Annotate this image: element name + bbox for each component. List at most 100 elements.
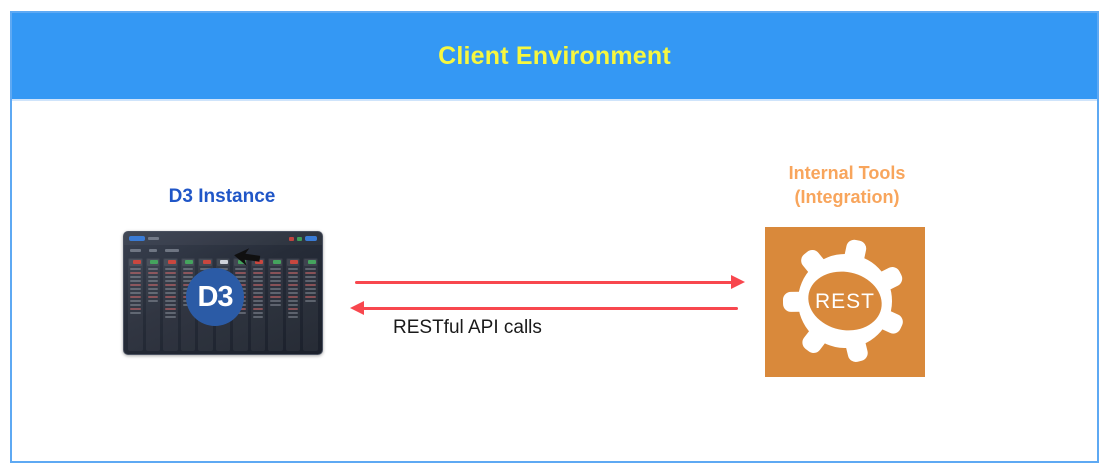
column-row-line xyxy=(287,284,299,286)
column-row-line xyxy=(270,284,281,286)
column-row-line xyxy=(235,280,246,282)
dashboard-title-dash xyxy=(148,237,159,240)
dashboard-user-pill xyxy=(305,236,317,241)
column-row-line xyxy=(130,304,141,306)
d3-dashboard-screenshot: D3 xyxy=(123,231,323,355)
column-row-line xyxy=(270,296,281,298)
column-row-line xyxy=(147,280,159,282)
arrow-line xyxy=(363,307,738,310)
column-row-line xyxy=(252,316,264,318)
column-row-line xyxy=(252,300,264,302)
column-row-line xyxy=(182,280,194,282)
internal-tools-label: Internal Tools (Integration) xyxy=(727,161,967,210)
column-status-badge xyxy=(132,260,141,264)
column-row-line xyxy=(287,280,299,282)
arrow-line xyxy=(355,281,732,284)
column-row-line xyxy=(305,284,317,286)
column-row-line xyxy=(252,296,264,298)
dashboard-column xyxy=(128,258,143,351)
column-row-line xyxy=(165,296,176,298)
column-status-badge xyxy=(202,260,211,264)
column-row-line xyxy=(130,296,141,298)
column-row-line xyxy=(130,280,141,282)
column-row-line xyxy=(147,284,159,286)
arrow-head-right-icon xyxy=(731,275,745,289)
column-row-line xyxy=(287,268,299,270)
column-row-line xyxy=(287,276,299,278)
column-status-badge xyxy=(185,260,194,264)
column-row-line xyxy=(305,276,317,278)
column-row-line xyxy=(165,312,176,314)
column-row-line xyxy=(287,312,299,314)
column-row-line xyxy=(165,308,176,310)
toolbar-filter-dash xyxy=(165,249,179,252)
column-row-line xyxy=(147,268,159,270)
internal-tools-label-line1: Internal Tools xyxy=(788,163,906,183)
column-row-line xyxy=(287,272,299,274)
dashboard-column xyxy=(163,258,178,351)
column-row-line xyxy=(287,296,299,298)
column-row-line xyxy=(147,272,159,274)
client-environment-frame: Client Environment D3 Instance D3 xyxy=(10,11,1099,463)
column-row-line xyxy=(305,296,317,298)
column-row-line xyxy=(182,272,194,274)
gear-icon: REST xyxy=(782,239,903,362)
column-row-line xyxy=(165,316,176,318)
column-status-badge xyxy=(150,260,159,264)
column-row-line xyxy=(165,276,176,278)
column-row-line xyxy=(147,288,159,290)
column-row-line xyxy=(287,300,299,302)
dashboard-column xyxy=(285,258,301,351)
column-row-line xyxy=(252,268,264,270)
client-environment-header: Client Environment xyxy=(12,13,1097,101)
column-status-badge xyxy=(220,260,229,264)
column-status-badge xyxy=(272,260,281,264)
column-row-line xyxy=(305,300,317,302)
rest-gear-label: REST xyxy=(815,290,875,313)
column-row-line xyxy=(287,316,299,318)
toolbar-filter-dash xyxy=(130,249,141,252)
column-row-line xyxy=(252,272,264,274)
column-row-line xyxy=(235,268,246,270)
arrow-head-left-icon xyxy=(350,301,364,315)
column-row-line xyxy=(130,288,141,290)
column-row-line xyxy=(235,312,246,314)
column-row-line xyxy=(165,288,176,290)
d3-logo-text: D3 xyxy=(197,280,233,313)
dashboard-column xyxy=(145,258,161,351)
column-row-line xyxy=(305,268,317,270)
column-row-line xyxy=(305,288,317,290)
column-row-line xyxy=(165,272,176,274)
column-row-line xyxy=(305,280,317,282)
column-row-line xyxy=(252,292,264,294)
column-status-badge xyxy=(167,260,176,264)
column-row-line xyxy=(287,308,299,310)
column-row-line xyxy=(130,308,141,310)
column-row-line xyxy=(165,304,176,306)
status-red-icon xyxy=(289,236,294,241)
column-row-line xyxy=(270,272,281,274)
column-row-line xyxy=(147,296,159,298)
column-row-line xyxy=(147,276,159,278)
column-row-line xyxy=(270,292,281,294)
dashboard-column xyxy=(268,258,283,351)
column-row-line xyxy=(235,276,246,278)
column-row-line xyxy=(165,284,176,286)
rest-integration-box: REST xyxy=(765,227,925,377)
column-row-line xyxy=(130,272,141,274)
column-row-line xyxy=(147,300,159,302)
column-row-line xyxy=(165,292,176,294)
status-green-icon xyxy=(297,236,302,241)
column-row-line xyxy=(270,276,281,278)
arrow-tools-to-d3 xyxy=(350,301,738,315)
d3-instance-label: D3 Instance xyxy=(168,186,276,207)
dashboard-menu-pill xyxy=(129,236,145,241)
connection-label: RESTful API calls xyxy=(393,317,542,338)
dashboard-titlebar xyxy=(124,232,322,245)
dashboard-column xyxy=(250,258,266,351)
column-row-line xyxy=(165,268,176,270)
column-row-line xyxy=(305,292,317,294)
column-row-line xyxy=(252,304,264,306)
column-row-line xyxy=(165,280,176,282)
column-row-line xyxy=(130,268,141,270)
